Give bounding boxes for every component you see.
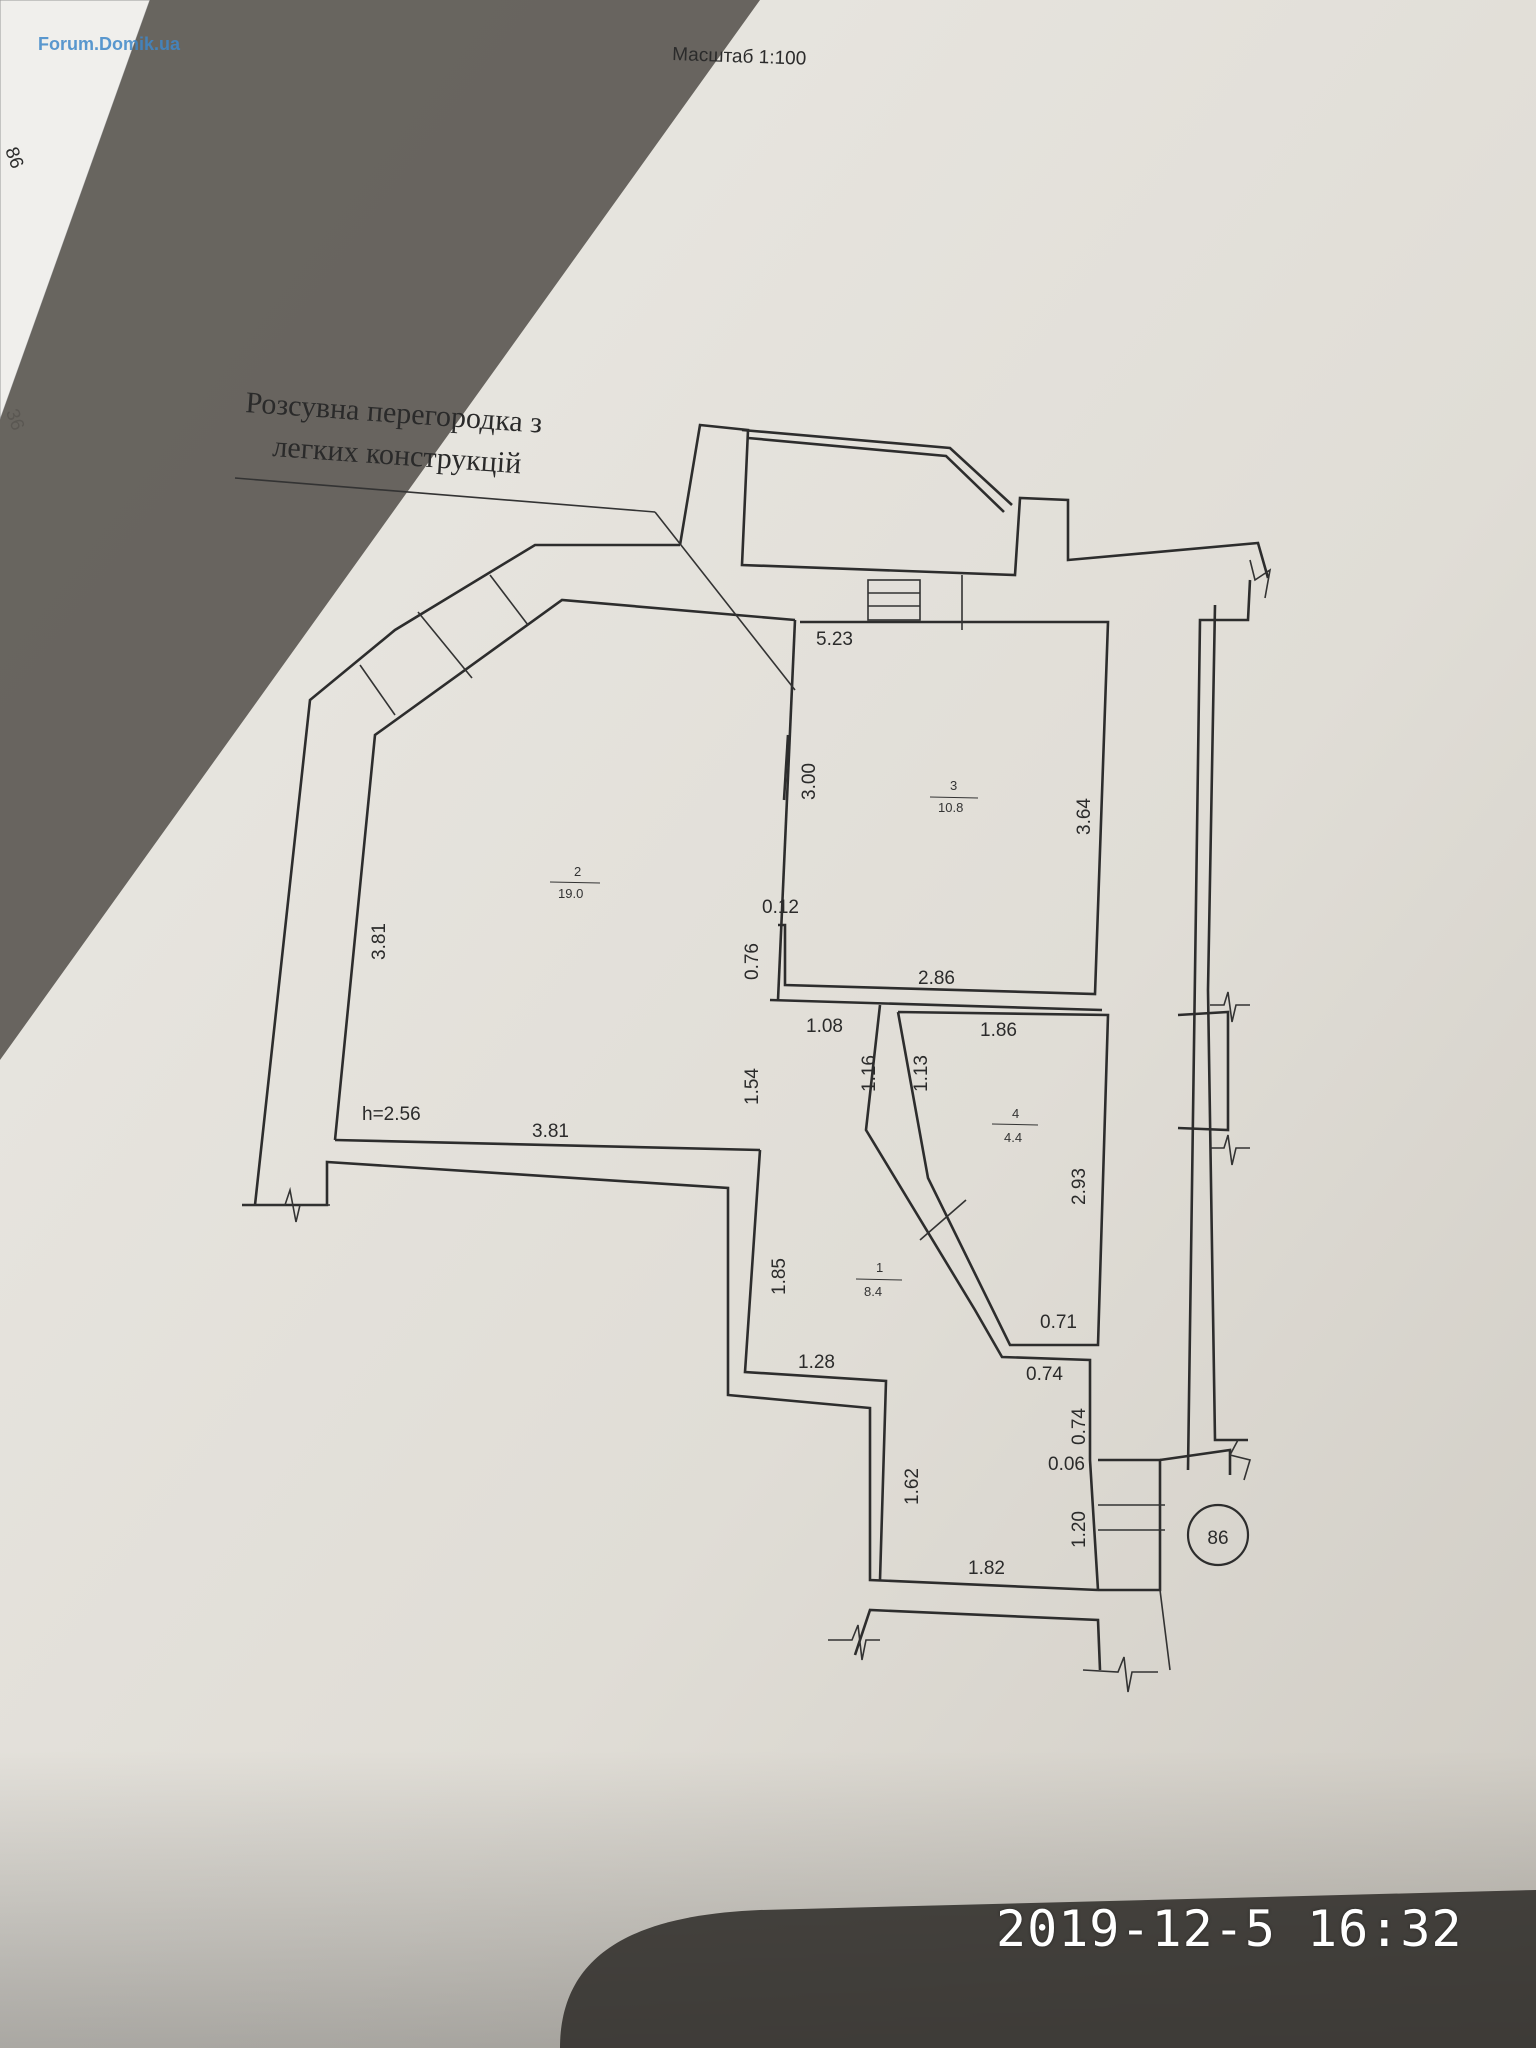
entrance-wall-end: [1159, 1589, 1171, 1671]
dim-1-82: 1.82: [968, 1558, 1005, 1579]
dim-0-06: 0.06: [1048, 1454, 1085, 1475]
corridor-left-wall: [743, 1149, 888, 1581]
svg-text:8.4: 8.4: [864, 1284, 882, 1299]
dim-0-76: 0.76: [742, 943, 763, 980]
dim-1-86: 1.86: [980, 1020, 1017, 1041]
window-mark: [417, 611, 473, 679]
outer-bottom-wall: [242, 1160, 1099, 1592]
ceiling-height-label: h=2.56: [362, 1104, 421, 1125]
door-mark: [919, 1199, 967, 1241]
dim-1-16: 1.16: [859, 1055, 880, 1092]
sliding-partition-mark: [782, 734, 790, 801]
scale-label: Масштаб 1:100: [672, 44, 807, 70]
svg-text:10.8: 10.8: [938, 800, 963, 815]
break-mark: [242, 1186, 330, 1223]
break-mark: [1210, 991, 1250, 1023]
right-outer-wall-outer: [1206, 604, 1248, 1442]
room4-walls: [896, 1010, 1110, 1347]
dim-1-54: 1.54: [742, 1068, 763, 1105]
svg-text:4: 4: [1012, 1106, 1019, 1121]
annotation-leader: [654, 511, 796, 691]
dim-1-28: 1.28: [798, 1352, 835, 1373]
room-2-label: 2 19.0: [549, 864, 601, 901]
walls: [242, 423, 1272, 1693]
room-4-label: 4 4.4: [991, 1106, 1039, 1145]
apartment-number-badge: 86: [1186, 1503, 1250, 1567]
balcony-rail: [741, 428, 1013, 506]
room2-bottom-wall: [334, 1138, 761, 1152]
break-mark: [1249, 559, 1272, 599]
dim-3-64: 3.64: [1074, 798, 1095, 835]
dim-5-23: 5.23: [816, 629, 853, 650]
balcony-outline: [678, 423, 1270, 579]
dim-0-74-vertical: 0.74: [1069, 1408, 1090, 1445]
outer-left-wall: [253, 543, 680, 1206]
dim-3-81-horizontal: 3.81: [532, 1121, 569, 1142]
svg-text:2: 2: [574, 864, 581, 879]
corridor-right-wall: [864, 1004, 1100, 1591]
watermark-logo: Forum.Domik.ua: [38, 34, 181, 54]
break-mark: [1210, 1134, 1250, 1166]
svg-text:19.0: 19.0: [558, 886, 583, 901]
dim-3-81-vertical: 3.81: [369, 923, 390, 960]
room3-bottom-wall: [769, 998, 1103, 1012]
right-outer-wall-inner: [1186, 579, 1252, 1471]
dim-2-86: 2.86: [918, 968, 955, 989]
dim-0-12: 0.12: [762, 897, 799, 918]
photo-timestamp: 2019-12-5 16:32: [996, 1900, 1463, 1958]
dim-1-62: 1.62: [902, 1468, 923, 1505]
break-mark: [1228, 1439, 1252, 1481]
entrance-corner: [1159, 1448, 1232, 1475]
lower-outer-wall: [853, 1608, 1102, 1671]
svg-text:1: 1: [876, 1260, 883, 1275]
right-wall-niche: [1177, 1010, 1230, 1132]
break-mark: [828, 1624, 880, 1661]
room2-room3-partition: [776, 619, 797, 1001]
svg-text:4.4: 4.4: [1004, 1130, 1022, 1145]
room-3-label: 3 10.8: [929, 778, 979, 815]
apartment-number: 86: [1207, 1528, 1228, 1549]
entrance-block: [1098, 1458, 1162, 1592]
svg-text:3: 3: [950, 778, 957, 793]
dim-1-08: 1.08: [806, 1016, 843, 1037]
dim-1-85: 1.85: [769, 1258, 790, 1295]
stair-block: [867, 579, 921, 621]
room-1-label: 1 8.4: [855, 1260, 903, 1299]
window-mark: [489, 574, 529, 626]
break-mark: [1082, 1656, 1158, 1693]
dim-3-00: 3.00: [799, 763, 820, 800]
dim-1-20: 1.20: [1069, 1511, 1090, 1548]
annotation-underline: [234, 477, 656, 513]
dim-1-13: 1.13: [911, 1055, 932, 1092]
inner-left-wall: [333, 598, 796, 1141]
room3-walls: [778, 620, 1110, 996]
window-mark: [359, 664, 396, 716]
dim-2-93: 2.93: [1069, 1168, 1090, 1205]
balcony-rail-inner: [747, 436, 1005, 513]
hand-shadow: [560, 1890, 1536, 2048]
dim-0-74-horizontal: 0.74: [1026, 1364, 1063, 1385]
shadow-band: [0, 0, 760, 1060]
dim-0-71: 0.71: [1040, 1312, 1077, 1333]
